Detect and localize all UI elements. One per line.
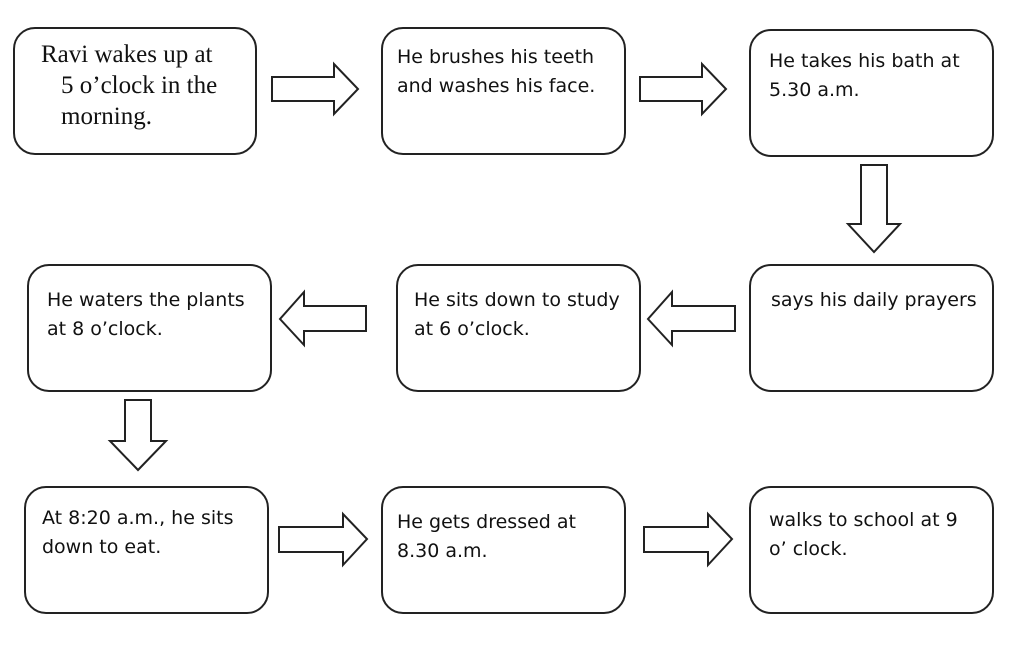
step-text-line: o’ clock. [769,538,848,560]
step-text-line: 5.30 a.m. [769,79,860,101]
step-study-box: He sits down to study at 6 o’clock. [396,264,641,392]
step-text-line: at 8 o’clock. [47,318,163,340]
step-walk-to-school-box: walks to school at 9 o’ clock. [749,486,994,614]
step-text-line: He takes his bath at [769,50,960,72]
step-text-line: He brushes his teeth [397,46,595,68]
step-water-plants-box: He waters the plants at 8 o’clock. [27,264,272,392]
step-wake-up-box: Ravi wakes up at 5 o’clock in the mornin… [13,27,257,155]
arrow-right-icon [278,511,369,568]
step-text-line: Ravi wakes up at [41,41,213,68]
step-text-line: 5 o’clock in the [61,72,218,99]
step-text-line: 8.30 a.m. [397,540,488,562]
step-text-line: says his daily prayers [771,289,977,311]
arrow-right-icon [639,61,728,117]
step-text-line: walks to school at 9 [769,509,958,531]
step-text-line: He gets dressed at [397,511,576,533]
step-brush-teeth-box: He brushes his teeth and washes his face… [381,27,626,155]
arrow-left-icon [646,289,736,348]
step-dressed-box: He gets dressed at 8.30 a.m. [381,486,626,614]
step-text-line: He waters the plants [47,289,245,311]
step-text-line: At 8:20 a.m., he sits [42,507,234,529]
step-text-line: morning. [61,103,152,130]
step-text-line: down to eat. [42,536,162,558]
arrow-right-icon [271,61,360,117]
arrow-down-icon [107,399,169,472]
arrow-left-icon [278,289,367,348]
step-bath-box: He takes his bath at 5.30 a.m. [749,29,994,157]
step-eat-box: At 8:20 a.m., he sits down to eat. [24,486,269,614]
step-prayers-box: says his daily prayers [749,264,994,392]
step-text-line: He sits down to study [414,289,620,311]
arrow-right-icon [643,511,734,568]
step-text-line: at 6 o’clock. [414,318,530,340]
step-text-line: and washes his face. [397,75,596,97]
arrow-down-icon [845,164,903,254]
